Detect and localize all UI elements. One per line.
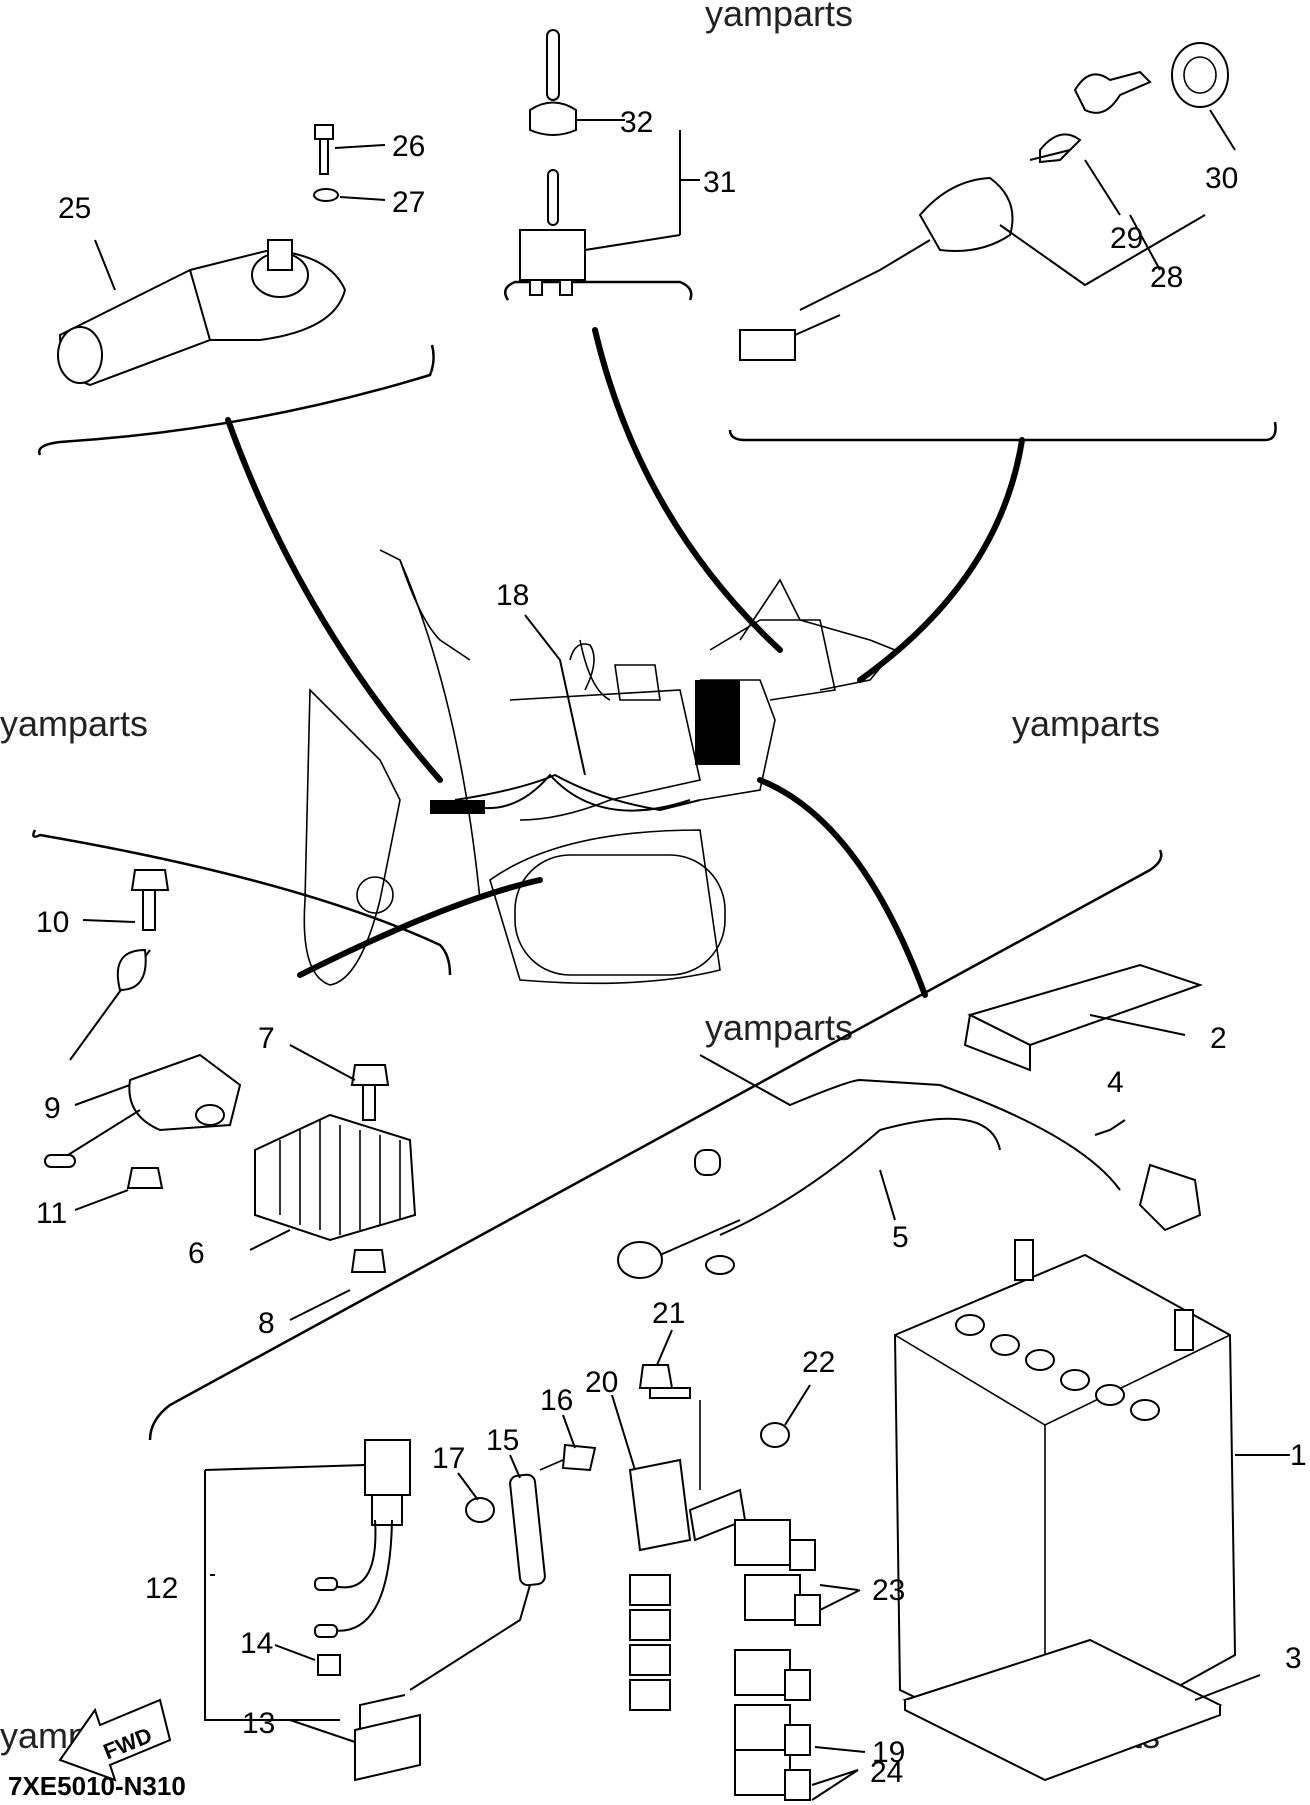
fuse-holder-12 (314, 1439, 411, 1638)
auger-hub (356, 876, 394, 914)
main-switch-28 (739, 176, 1014, 361)
callout-13: 13 (242, 1707, 275, 1740)
callout-5: 5 (892, 1221, 909, 1254)
callout-17: 17 (432, 1442, 465, 1475)
battery-band-2 (963, 963, 1204, 1072)
callout-4: 4 (1107, 1066, 1124, 1099)
nut-17 (465, 1497, 495, 1523)
callouts: 1 2 3 4 5 6 7 8 9 10 11 12 13 14 15 16 1… (36, 106, 1307, 1789)
relay-9 (44, 948, 242, 1168)
callout-24: 24 (870, 1756, 903, 1789)
bolt-21 (638, 1364, 691, 1399)
regulator-6 (254, 1113, 417, 1242)
callout-28: 28 (1150, 261, 1183, 294)
callout-15: 15 (486, 1424, 519, 1457)
callout-21: 21 (652, 1297, 685, 1330)
callout-32: 32 (620, 106, 653, 139)
drive-motor (57, 239, 347, 387)
bolt-26 (314, 124, 334, 175)
watermark-right: yamparts (1012, 703, 1160, 744)
nut-8 (350, 1249, 387, 1273)
callout-10: 10 (36, 906, 69, 939)
callout-19: 19 (872, 1736, 905, 1769)
bolt-16 (539, 1443, 597, 1472)
switch-31 (519, 169, 586, 296)
washer-27 (313, 188, 339, 202)
watermark-center: yamparts (705, 1007, 853, 1048)
callout-12: 12 (145, 1572, 178, 1605)
battery-pad-3 (902, 1638, 1223, 1782)
harness-connector-left (430, 800, 485, 814)
wire-harness (430, 680, 740, 814)
relays-23 (734, 1519, 821, 1626)
fwd-arrow: FWD (58, 1698, 172, 1782)
callout-30: 30 (1205, 162, 1238, 195)
callout-7: 7 (258, 1022, 275, 1055)
track (514, 854, 726, 976)
harness-module (695, 680, 740, 765)
switch-32 (529, 29, 577, 136)
callout-31: 31 (703, 166, 736, 199)
callout-26: 26 (392, 130, 425, 163)
bolt-7 (350, 1064, 390, 1121)
callout-18: 18 (496, 579, 529, 612)
callout-23: 23 (872, 1574, 905, 1607)
stay-15 (409, 1473, 546, 1691)
bolt-10 (130, 869, 170, 931)
nut-11 (126, 1167, 164, 1189)
machine-outline (303, 549, 897, 986)
drawing-code: 7XE5010-N310 (8, 1771, 186, 1801)
callout-11: 11 (36, 1197, 67, 1230)
watermark-left: yamparts (0, 703, 148, 744)
callout-27: 27 (392, 186, 425, 219)
cap-30 (1171, 42, 1229, 108)
callout-9: 9 (44, 1092, 61, 1125)
key-29 (1029, 70, 1152, 164)
fuse-strip-20 (629, 1574, 671, 1711)
callout-22: 22 (802, 1346, 835, 1379)
cable-5 (617, 1117, 1001, 1279)
bracket-20 (628, 1400, 747, 1552)
group-separators (32, 280, 1277, 1441)
connector-wires (225, 327, 1025, 998)
cable-4 (694, 1054, 1202, 1232)
callout-29: 29 (1110, 222, 1143, 255)
callout-25: 25 (58, 192, 91, 225)
callout-8: 8 (258, 1307, 275, 1340)
callout-16: 16 (540, 1384, 573, 1417)
callout-2: 2 (1210, 1022, 1227, 1055)
battery-1 (893, 1239, 1237, 1762)
relays-19-24 (734, 1649, 811, 1801)
leader-lines (74, 109, 1290, 1801)
callout-20: 20 (585, 1366, 618, 1399)
watermark-top: yamparts (705, 0, 853, 34)
fuse-box-13 (354, 1694, 421, 1782)
callout-1: 1 (1290, 1439, 1307, 1472)
callout-6: 6 (188, 1237, 205, 1270)
nut-22 (760, 1422, 790, 1448)
callout-14: 14 (240, 1627, 273, 1660)
fuse-14 (317, 1654, 341, 1676)
callout-3: 3 (1285, 1642, 1302, 1675)
